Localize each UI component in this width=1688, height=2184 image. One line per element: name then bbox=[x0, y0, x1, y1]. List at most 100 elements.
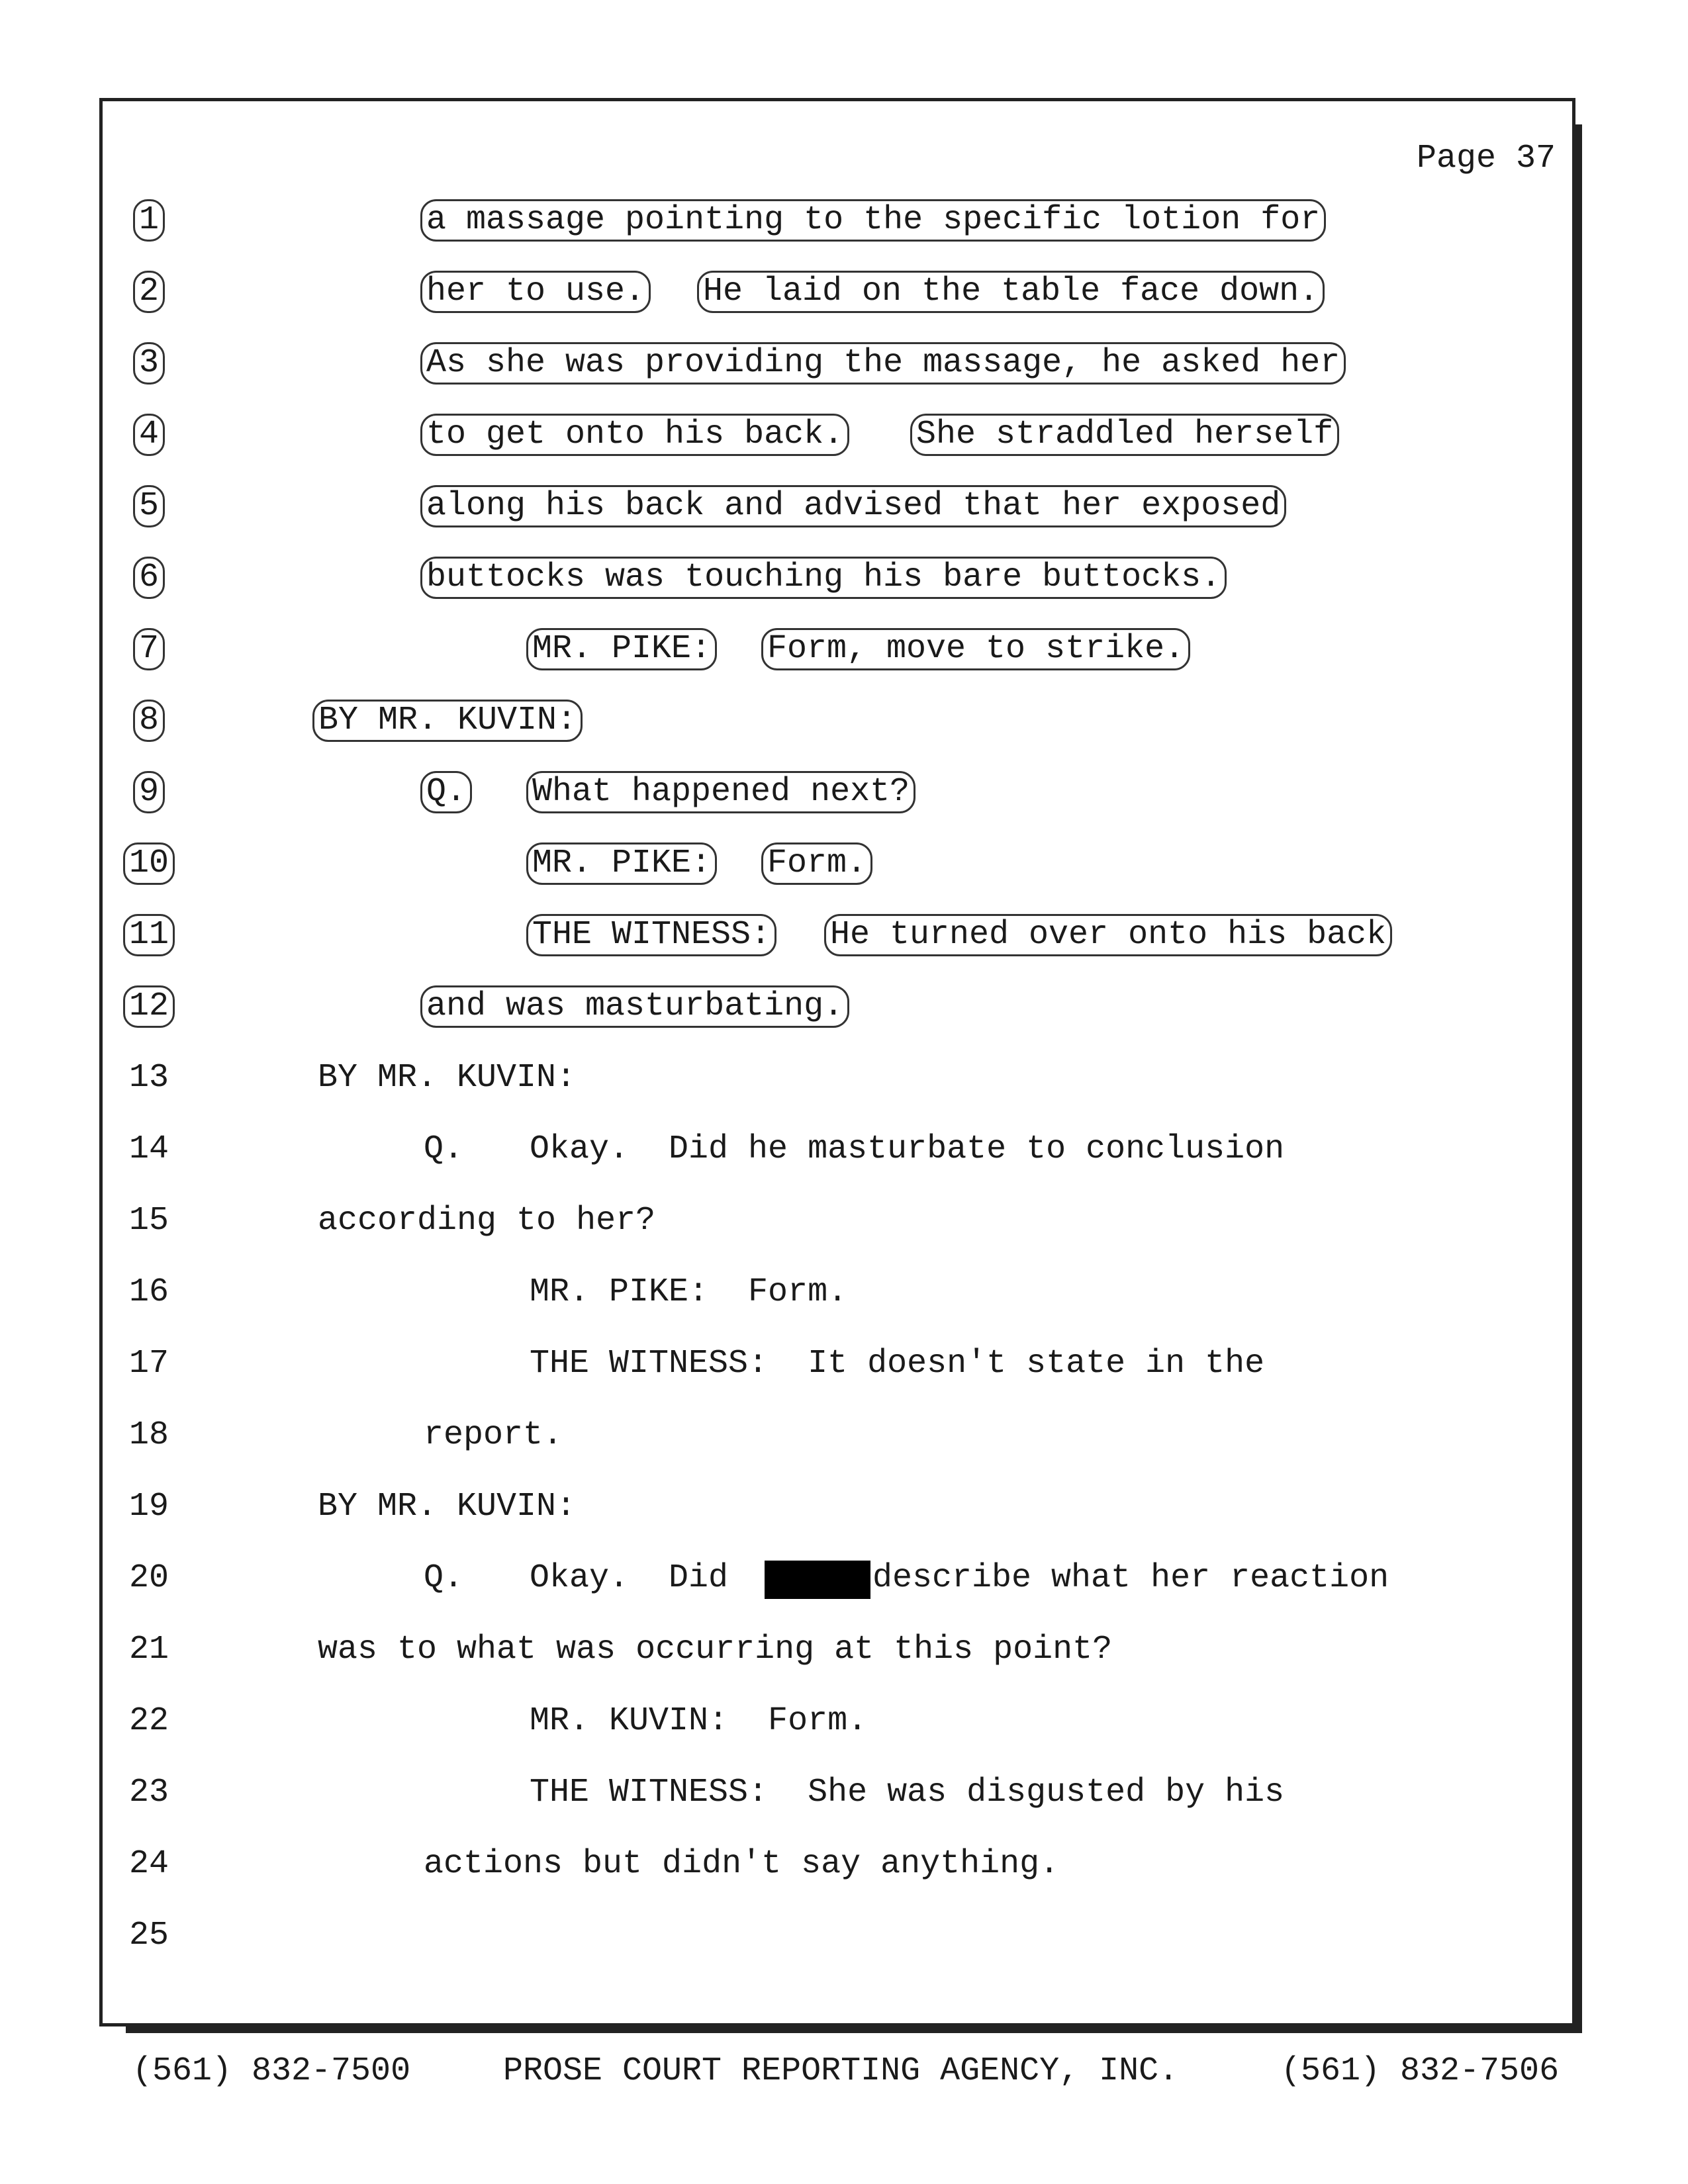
text-segment: BY MR. KUVIN: bbox=[318, 1059, 577, 1097]
line-number: 3 bbox=[99, 340, 199, 387]
transcript-line: 10 MR. PIKE: Form. bbox=[0, 841, 1523, 887]
line-number-label: 20 bbox=[128, 1559, 169, 1597]
line-number: 9 bbox=[99, 769, 199, 815]
line-number: 21 bbox=[99, 1627, 199, 1673]
page-shadow-bottom bbox=[126, 2026, 1582, 2033]
text-segment: THE WITNESS: It doesn't state in the bbox=[530, 1345, 1265, 1383]
text-segment: describe what her reaction bbox=[872, 1559, 1389, 1597]
line-number-label: 5 bbox=[132, 485, 165, 527]
line-number: 15 bbox=[99, 1198, 199, 1244]
line-number-label: 13 bbox=[128, 1059, 169, 1097]
transcript-line: 21 was to what was occurring at this poin… bbox=[0, 1627, 1523, 1673]
transcript-line: 8 BY MR. KUVIN: bbox=[0, 698, 1523, 744]
text-segment: according to her? bbox=[318, 1202, 656, 1240]
line-number-label: 8 bbox=[132, 700, 165, 742]
line-number-label: 21 bbox=[128, 1631, 169, 1668]
text-segment: MR. PIKE: Form. bbox=[530, 1273, 848, 1311]
line-number: 18 bbox=[99, 1412, 199, 1459]
line-number-label: 18 bbox=[128, 1416, 169, 1454]
transcript-line: 13 BY MR. KUVIN: bbox=[0, 1055, 1523, 1101]
line-number-label: 17 bbox=[128, 1345, 169, 1383]
transcript-line: 23 THE WITNESS: She was disgusted by his bbox=[0, 1770, 1523, 1816]
highlighted-text-segment: What happened next? bbox=[526, 771, 916, 813]
line-number-label: 14 bbox=[128, 1130, 169, 1168]
highlighted-text-segment: her to use. bbox=[420, 271, 651, 313]
highlighted-text-segment: He turned over onto his back bbox=[824, 914, 1393, 956]
transcript-line: 16 MR. PIKE: Form. bbox=[0, 1269, 1523, 1316]
line-number: 12 bbox=[99, 983, 199, 1030]
line-number: 24 bbox=[99, 1841, 199, 1888]
transcript-line: 24 actions but didn't say anything. bbox=[0, 1841, 1523, 1888]
transcript-line: 17 THE WITNESS: It doesn't state in the bbox=[0, 1341, 1523, 1387]
line-number-label: 2 bbox=[132, 271, 165, 313]
highlighted-text-segment: Q. bbox=[420, 771, 473, 813]
line-number-label: 11 bbox=[122, 914, 175, 956]
transcript-line: 1 a massage pointing to the specific loti… bbox=[0, 197, 1523, 244]
text-segment: MR. KUVIN: Form. bbox=[530, 1702, 868, 1740]
transcript-line: 25 bbox=[0, 1913, 1523, 1959]
highlighted-text-segment: Form, move to strike. bbox=[761, 628, 1191, 670]
highlighted-text-segment: along his back and advised that her expo… bbox=[420, 485, 1287, 527]
highlighted-text-segment: BY MR. KUVIN: bbox=[312, 700, 583, 742]
transcript-line: 3 As she was providing the massage, he as… bbox=[0, 340, 1523, 387]
line-number: 13 bbox=[99, 1055, 199, 1101]
text-segment: actions but didn't say anything. bbox=[424, 1845, 1060, 1883]
transcript-line: 6 buttocks was touching his bare buttocks… bbox=[0, 555, 1523, 601]
text-segment: BY MR. KUVIN: bbox=[318, 1488, 577, 1525]
line-number: 17 bbox=[99, 1341, 199, 1387]
line-number-label: 3 bbox=[132, 342, 165, 385]
highlighted-text-segment: Form. bbox=[761, 842, 873, 885]
line-number: 14 bbox=[99, 1126, 199, 1173]
text-segment: Q. bbox=[424, 1559, 464, 1597]
line-number-label: 25 bbox=[128, 1917, 169, 1954]
text-segment: Okay. Did he masturbate to conclusion bbox=[530, 1130, 1285, 1168]
highlighted-text-segment: and was masturbating. bbox=[420, 985, 850, 1028]
line-number: 23 bbox=[99, 1770, 199, 1816]
transcript-line: 15 according to her? bbox=[0, 1198, 1523, 1244]
highlighted-text-segment: a massage pointing to the specific lotio… bbox=[420, 199, 1327, 242]
text-segment: was to what was occurring at this point? bbox=[318, 1631, 1113, 1668]
transcript-line: 22 MR. KUVIN: Form. bbox=[0, 1698, 1523, 1745]
highlighted-text-segment: As she was providing the massage, he ask… bbox=[420, 342, 1346, 385]
highlighted-text-segment: buttocks was touching his bare buttocks. bbox=[420, 557, 1227, 599]
line-number-label: 22 bbox=[128, 1702, 169, 1740]
page-number: Page 37 bbox=[1416, 140, 1556, 177]
line-number-label: 10 bbox=[122, 842, 175, 885]
highlighted-text-segment: He laid on the table face down. bbox=[697, 271, 1325, 313]
line-number: 10 bbox=[99, 841, 199, 887]
line-number: 16 bbox=[99, 1269, 199, 1316]
transcript-line: 12 and was masturbating. bbox=[0, 983, 1523, 1030]
footer-right-phone: (561) 832-7506 bbox=[1281, 2052, 1560, 2090]
redaction-box bbox=[765, 1561, 870, 1599]
footer-left-phone: (561) 832-7500 bbox=[132, 2052, 411, 2090]
highlighted-text-segment: She straddled herself bbox=[910, 414, 1340, 456]
highlighted-text-segment: to get onto his back. bbox=[420, 414, 850, 456]
line-number: 11 bbox=[99, 912, 199, 958]
text-segment: THE WITNESS: She was disgusted by his bbox=[530, 1774, 1285, 1811]
line-number-label: 16 bbox=[128, 1273, 169, 1311]
line-number: 2 bbox=[99, 269, 199, 315]
page-shadow-right bbox=[1575, 124, 1582, 2033]
highlighted-text-segment: MR. PIKE: bbox=[526, 842, 718, 885]
line-number: 22 bbox=[99, 1698, 199, 1745]
line-number: 6 bbox=[99, 555, 199, 601]
line-number-label: 7 bbox=[132, 628, 165, 670]
transcript-line: 5 along his back and advised that her exp… bbox=[0, 483, 1523, 529]
line-number-label: 9 bbox=[132, 771, 165, 813]
transcript-line: 4 to get onto his back. She straddled hers… bbox=[0, 412, 1523, 458]
line-number-label: 4 bbox=[132, 414, 165, 456]
line-number-label: 6 bbox=[132, 557, 165, 599]
line-number-label: 1 bbox=[132, 199, 165, 242]
line-number-label: 15 bbox=[128, 1202, 169, 1240]
line-number: 7 bbox=[99, 626, 199, 672]
line-number: 20 bbox=[99, 1555, 199, 1602]
line-number: 25 bbox=[99, 1913, 199, 1959]
line-number: 5 bbox=[99, 483, 199, 529]
page-footer: (561) 832-7500 PROSE COURT REPORTING AGE… bbox=[0, 2045, 1688, 2098]
